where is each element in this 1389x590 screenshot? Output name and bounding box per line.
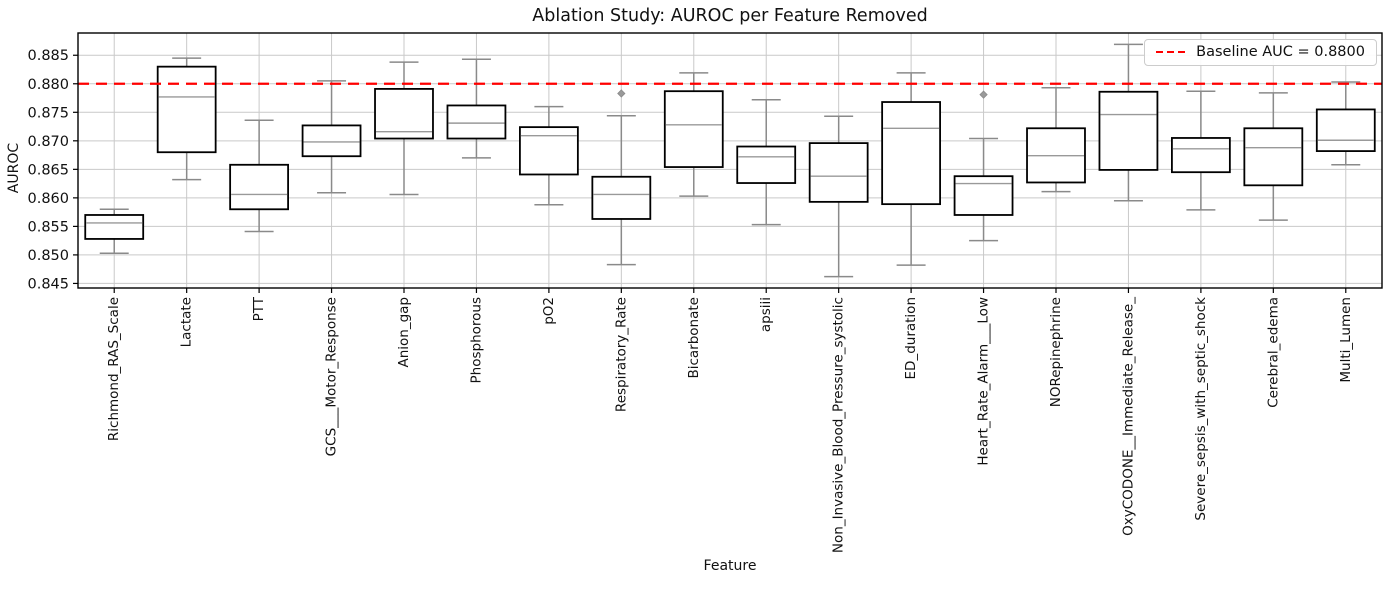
x-axis-title: Feature (703, 558, 757, 574)
box-Anion_gap (374, 88, 434, 140)
box-Phosphorous (446, 104, 507, 140)
box-PTT (229, 163, 289, 211)
x-tick-label: Respiratory_Rate (613, 297, 629, 412)
x-tick-label: ED_duration (903, 297, 919, 379)
y-tick-label: 0.855 (27, 219, 69, 235)
x-tick-label: Bicarbonate (686, 297, 702, 379)
x-tick-label: Non_Invasive_Blood_Pressure_systolic (831, 297, 847, 553)
y-tick-label: 0.885 (27, 48, 69, 64)
y-tick-label: 0.860 (27, 191, 69, 207)
x-tick-label: Phosphorous (468, 297, 484, 383)
box-Non_Invasive_Blood_Pressure_systolic (808, 142, 869, 203)
y-tick-label: 0.845 (27, 276, 69, 292)
x-tick-label: PTT (251, 296, 267, 321)
box-Lactate (156, 65, 217, 154)
x-tick-label: Anion_gap (396, 297, 412, 368)
x-tick-label: apsiii (758, 297, 774, 332)
x-tick-label: Richmond_RAS_Scale (106, 297, 122, 441)
outlier-marker (617, 89, 626, 98)
box-Cerebral_edema (1243, 127, 1304, 187)
box-Respiratory_Rate (591, 175, 652, 220)
box-pO2 (519, 126, 579, 176)
y-tick-label: 0.875 (27, 105, 69, 121)
box-Bicarbonate (663, 90, 724, 168)
box-Multi_Lumen (1315, 108, 1376, 152)
x-tick-label: pO2 (541, 297, 557, 325)
box-ED_duration (881, 101, 941, 206)
box-OxyCODONE__Immediate_Release_ (1098, 90, 1159, 171)
legend: Baseline AUC = 0.8800 (1144, 39, 1377, 66)
x-tick-label: Lactate (179, 297, 195, 347)
baseline-dashed-line-icon (1156, 50, 1187, 54)
x-tick-label: Multi_Lumen (1338, 297, 1354, 383)
box-Heart_Rate_Alarm___Low (953, 175, 1014, 216)
box-GCS___Motor_Response (301, 124, 362, 158)
box-Severe_sepsis_with_septic_shock (1171, 137, 1231, 174)
y-tick-label: 0.865 (27, 162, 69, 178)
y-axis-title: AUROC (6, 142, 22, 194)
plot-border (77, 32, 1383, 289)
box-apsiii (736, 145, 797, 184)
box-Richmond_RAS_Scale (84, 214, 145, 240)
outlier-marker (979, 90, 988, 99)
y-tick-label: 0.870 (27, 134, 69, 150)
legend-label: Baseline AUC = 0.8800 (1196, 44, 1365, 60)
y-tick-label: 0.880 (27, 77, 69, 93)
x-tick-label: OxyCODONE__Immediate_Release_ (1120, 297, 1136, 536)
x-tick-label: Cerebral_edema (1265, 297, 1281, 408)
x-tick-label: Heart_Rate_Alarm___Low (976, 297, 992, 466)
x-tick-label: Severe_sepsis_with_septic_shock (1193, 297, 1209, 521)
x-tick-label: NORepinephrine (1048, 297, 1064, 407)
y-tick-label: 0.850 (27, 248, 69, 264)
chart-title: Ablation Study: AUROC per Feature Remove… (532, 6, 928, 26)
x-tick-label: GCS___Motor_Response (324, 297, 340, 456)
